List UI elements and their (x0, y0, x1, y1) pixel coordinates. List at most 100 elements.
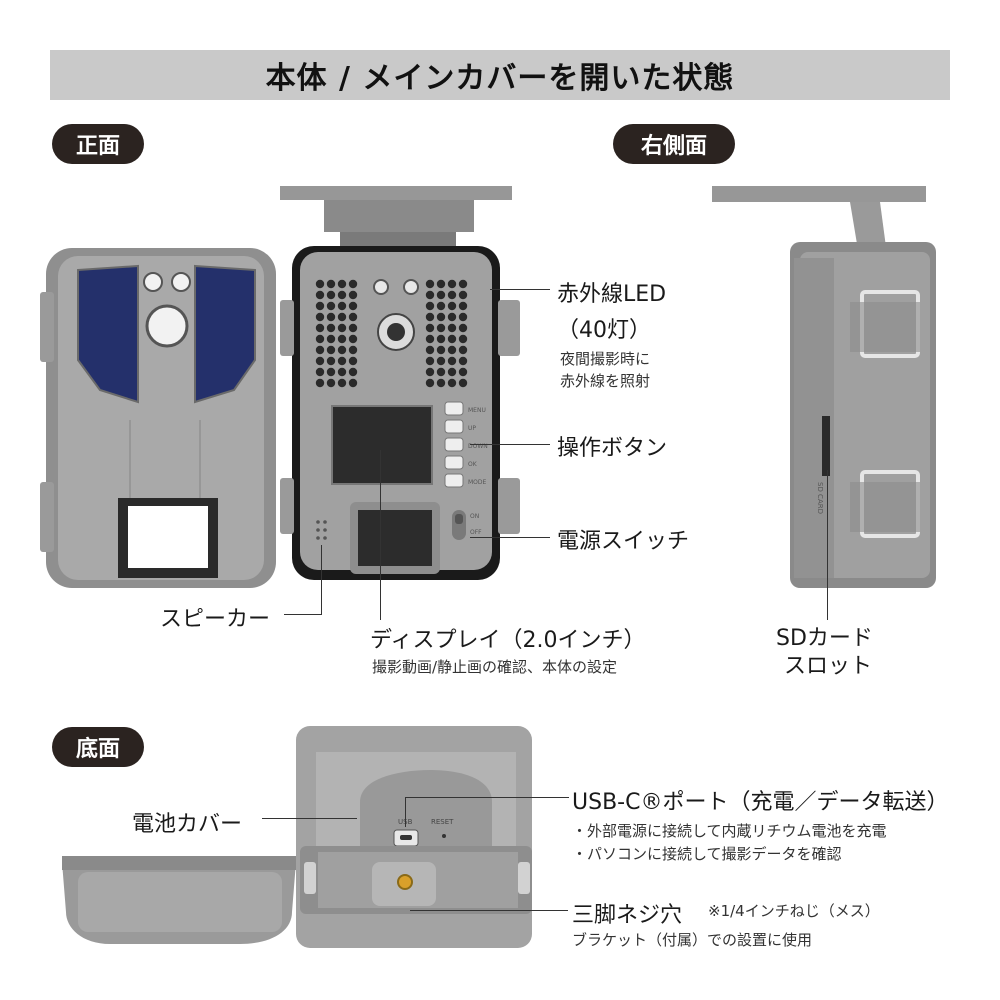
ir-led (315, 345, 325, 355)
ir-led (326, 279, 336, 289)
ir-led (326, 345, 336, 355)
ir-led (425, 345, 435, 355)
ir-led (436, 334, 446, 344)
ir-led (348, 345, 358, 355)
ir-led (337, 334, 347, 344)
down-button-label: DOWN (468, 443, 488, 450)
ir-led (348, 334, 358, 344)
ir-led (348, 367, 358, 377)
ir-led-array-left (315, 279, 358, 388)
ir-led (315, 367, 325, 377)
ir-led (436, 312, 446, 322)
ir-led (326, 323, 336, 333)
ir-led (447, 301, 457, 311)
ir-led (447, 356, 457, 366)
buttons-label: 操作ボタン (557, 436, 668, 461)
ir-led (425, 301, 435, 311)
ir-led (315, 378, 325, 388)
ir-led (425, 279, 435, 289)
ir-led (326, 312, 336, 322)
up-button-label: UP (468, 425, 476, 432)
battery-cover-leader (262, 818, 357, 819)
ir-led (436, 290, 446, 300)
ir-led (436, 367, 446, 377)
ir-led (447, 378, 457, 388)
ir-led (315, 290, 325, 300)
ir-led (348, 356, 358, 366)
ir-led-leader (490, 289, 550, 290)
ir-led-count: （40灯） (557, 318, 651, 343)
ir-led (436, 279, 446, 289)
ir-led (447, 334, 457, 344)
sd-slot-label-line-2: スロット (784, 654, 873, 679)
ir-led-desc-line-1: 夜間撮影時に (560, 350, 651, 368)
ir-led (425, 312, 435, 322)
ir-led (447, 345, 457, 355)
ir-led (458, 279, 468, 289)
ir-led (337, 356, 347, 366)
ir-led (348, 312, 358, 322)
ir-led-desc-line-2: 赤外線を照射 (560, 372, 651, 390)
ir-led (326, 301, 336, 311)
ir-led (326, 356, 336, 366)
power-leader (470, 537, 550, 538)
ir-led (425, 290, 435, 300)
ir-led (436, 378, 446, 388)
ir-led (337, 345, 347, 355)
power-off-label: OFF (470, 529, 482, 536)
mode-button-label: MODE (468, 479, 487, 486)
ir-led (458, 312, 468, 322)
ir-led (436, 301, 446, 311)
ir-led (458, 334, 468, 344)
battery-cover-label: 電池カバー (132, 812, 243, 837)
usb-bullet-2: ・パソコンに接続して撮影データを確認 (572, 845, 842, 863)
ir-led (337, 378, 347, 388)
ir-led (337, 290, 347, 300)
open-main-cover (40, 248, 276, 588)
ir-led (458, 345, 468, 355)
tripod-hole-note: ※1/4インチねじ（メス） (708, 902, 880, 920)
ir-led-label: 赤外線LED (557, 282, 667, 307)
ir-led (447, 290, 457, 300)
ir-led (447, 279, 457, 289)
page-title: 本体 / メインカバーを開いた状態 (50, 50, 950, 100)
ir-led (337, 367, 347, 377)
ir-led (315, 334, 325, 344)
section-bottom-label: 底面 (52, 727, 144, 767)
power-on-label: ON (470, 513, 479, 520)
section-front-label: 正面 (52, 124, 144, 164)
ir-led (447, 323, 457, 333)
camera-bottom-view: USB RESET (62, 726, 532, 948)
ir-led (348, 301, 358, 311)
sd-card-engraving: SD CARD (816, 482, 824, 514)
ir-led (436, 323, 446, 333)
sd-slot-leader (827, 470, 828, 620)
ir-led (425, 356, 435, 366)
display-label: ディスプレイ（2.0インチ） (370, 628, 646, 653)
display-desc: 撮影動画/静止画の確認、本体の設定 (372, 658, 618, 676)
ir-led (425, 323, 435, 333)
ir-led (326, 334, 336, 344)
ir-led (315, 301, 325, 311)
camera-body-front: MENU UP DOWN OK MODE ON OFF (280, 186, 520, 580)
usb-leader-horizontal (405, 797, 569, 798)
ir-led (326, 290, 336, 300)
menu-button-label: MENU (468, 407, 486, 414)
ir-led (458, 378, 468, 388)
section-right-side-label: 右側面 (613, 124, 735, 164)
ir-led (337, 301, 347, 311)
usb-port-callout-label: USB-C®ポート（充電／データ転送） (572, 790, 949, 815)
speaker-leader-vertical (321, 545, 322, 615)
ir-led (436, 345, 446, 355)
speaker-leader-horizontal (284, 614, 322, 615)
ir-led (348, 279, 358, 289)
ir-led (458, 356, 468, 366)
ir-led (337, 323, 347, 333)
ir-led (425, 367, 435, 377)
tripod-hole-label: 三脚ネジ穴 (572, 903, 683, 928)
ir-led (348, 323, 358, 333)
ir-led (458, 367, 468, 377)
usb-bullet-1: ・外部電源に接続して内蔵リチウム電池を充電 (572, 822, 887, 840)
tripod-hole-desc: ブラケット（付属）での設置に使用 (572, 931, 813, 949)
ir-led (315, 356, 325, 366)
